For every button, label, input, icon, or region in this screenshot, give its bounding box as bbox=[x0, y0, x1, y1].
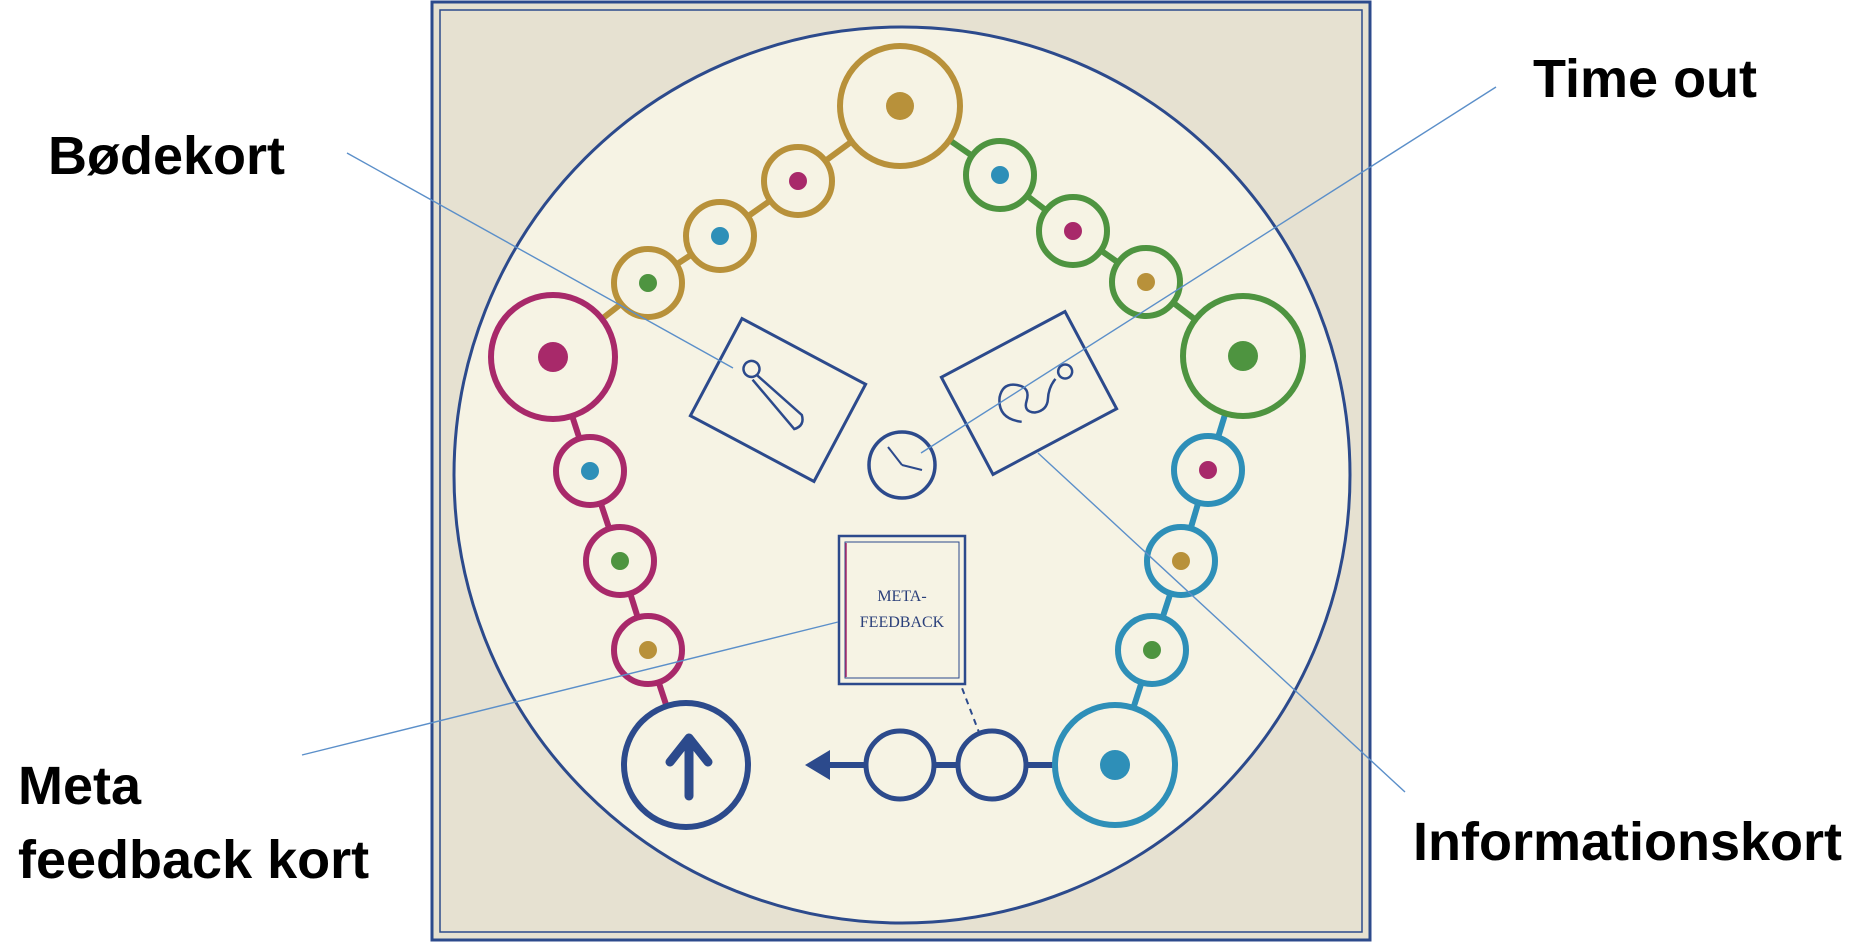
teal-dot bbox=[581, 462, 599, 480]
board-inner-frame bbox=[439, 9, 1363, 933]
leader-line-bodekort bbox=[346, 152, 734, 369]
info-card bbox=[939, 309, 1119, 477]
teal-large-dot bbox=[1100, 750, 1130, 780]
gold-dot bbox=[1137, 273, 1155, 291]
dashed-connector bbox=[961, 687, 981, 736]
navy-space bbox=[863, 728, 937, 802]
label-informationskort: Informationskort bbox=[1413, 812, 1842, 872]
magenta-dot bbox=[789, 172, 807, 190]
whistle-icon bbox=[742, 359, 804, 431]
magenta-dot bbox=[1064, 222, 1082, 240]
green-dot bbox=[1143, 641, 1161, 659]
gold-large-dot bbox=[886, 92, 914, 120]
green-dot bbox=[611, 552, 629, 570]
teal-dot bbox=[711, 227, 729, 245]
magenta-spaces bbox=[488, 292, 685, 687]
green-spaces bbox=[963, 138, 1306, 419]
teal-dot bbox=[991, 166, 1009, 184]
leader-line-meta-feedback bbox=[301, 621, 839, 756]
magenta-large-dot bbox=[538, 342, 568, 372]
label-bodekort: Bødekort bbox=[48, 126, 285, 186]
navy-space bbox=[955, 728, 1029, 802]
meta-card-line1: META- bbox=[877, 588, 926, 605]
curly-path-icon bbox=[998, 363, 1074, 424]
green-dot bbox=[639, 274, 657, 292]
leader-line-informationskort bbox=[1037, 452, 1406, 793]
gold-spaces bbox=[611, 43, 963, 320]
leader-lines bbox=[301, 86, 1497, 793]
label-meta: Meta bbox=[18, 756, 142, 816]
teal-spaces bbox=[1052, 433, 1245, 828]
arrow-up-icon bbox=[665, 733, 713, 801]
bottom-arrow-head bbox=[805, 750, 830, 780]
gold-dot bbox=[639, 641, 657, 659]
leader-line-time-out bbox=[920, 86, 1497, 454]
label-feedback-kort: feedback kort bbox=[18, 830, 369, 890]
meta-card-line2: FEEDBACK bbox=[860, 614, 945, 631]
gold-dot bbox=[1172, 552, 1190, 570]
penalty-card bbox=[688, 316, 868, 484]
meta-feedback-card: META- FEEDBACK bbox=[837, 534, 967, 686]
clock-icon bbox=[867, 430, 937, 500]
green-large-dot bbox=[1228, 341, 1258, 371]
label-time-out: Time out bbox=[1533, 49, 1757, 109]
magenta-dot bbox=[1199, 461, 1217, 479]
